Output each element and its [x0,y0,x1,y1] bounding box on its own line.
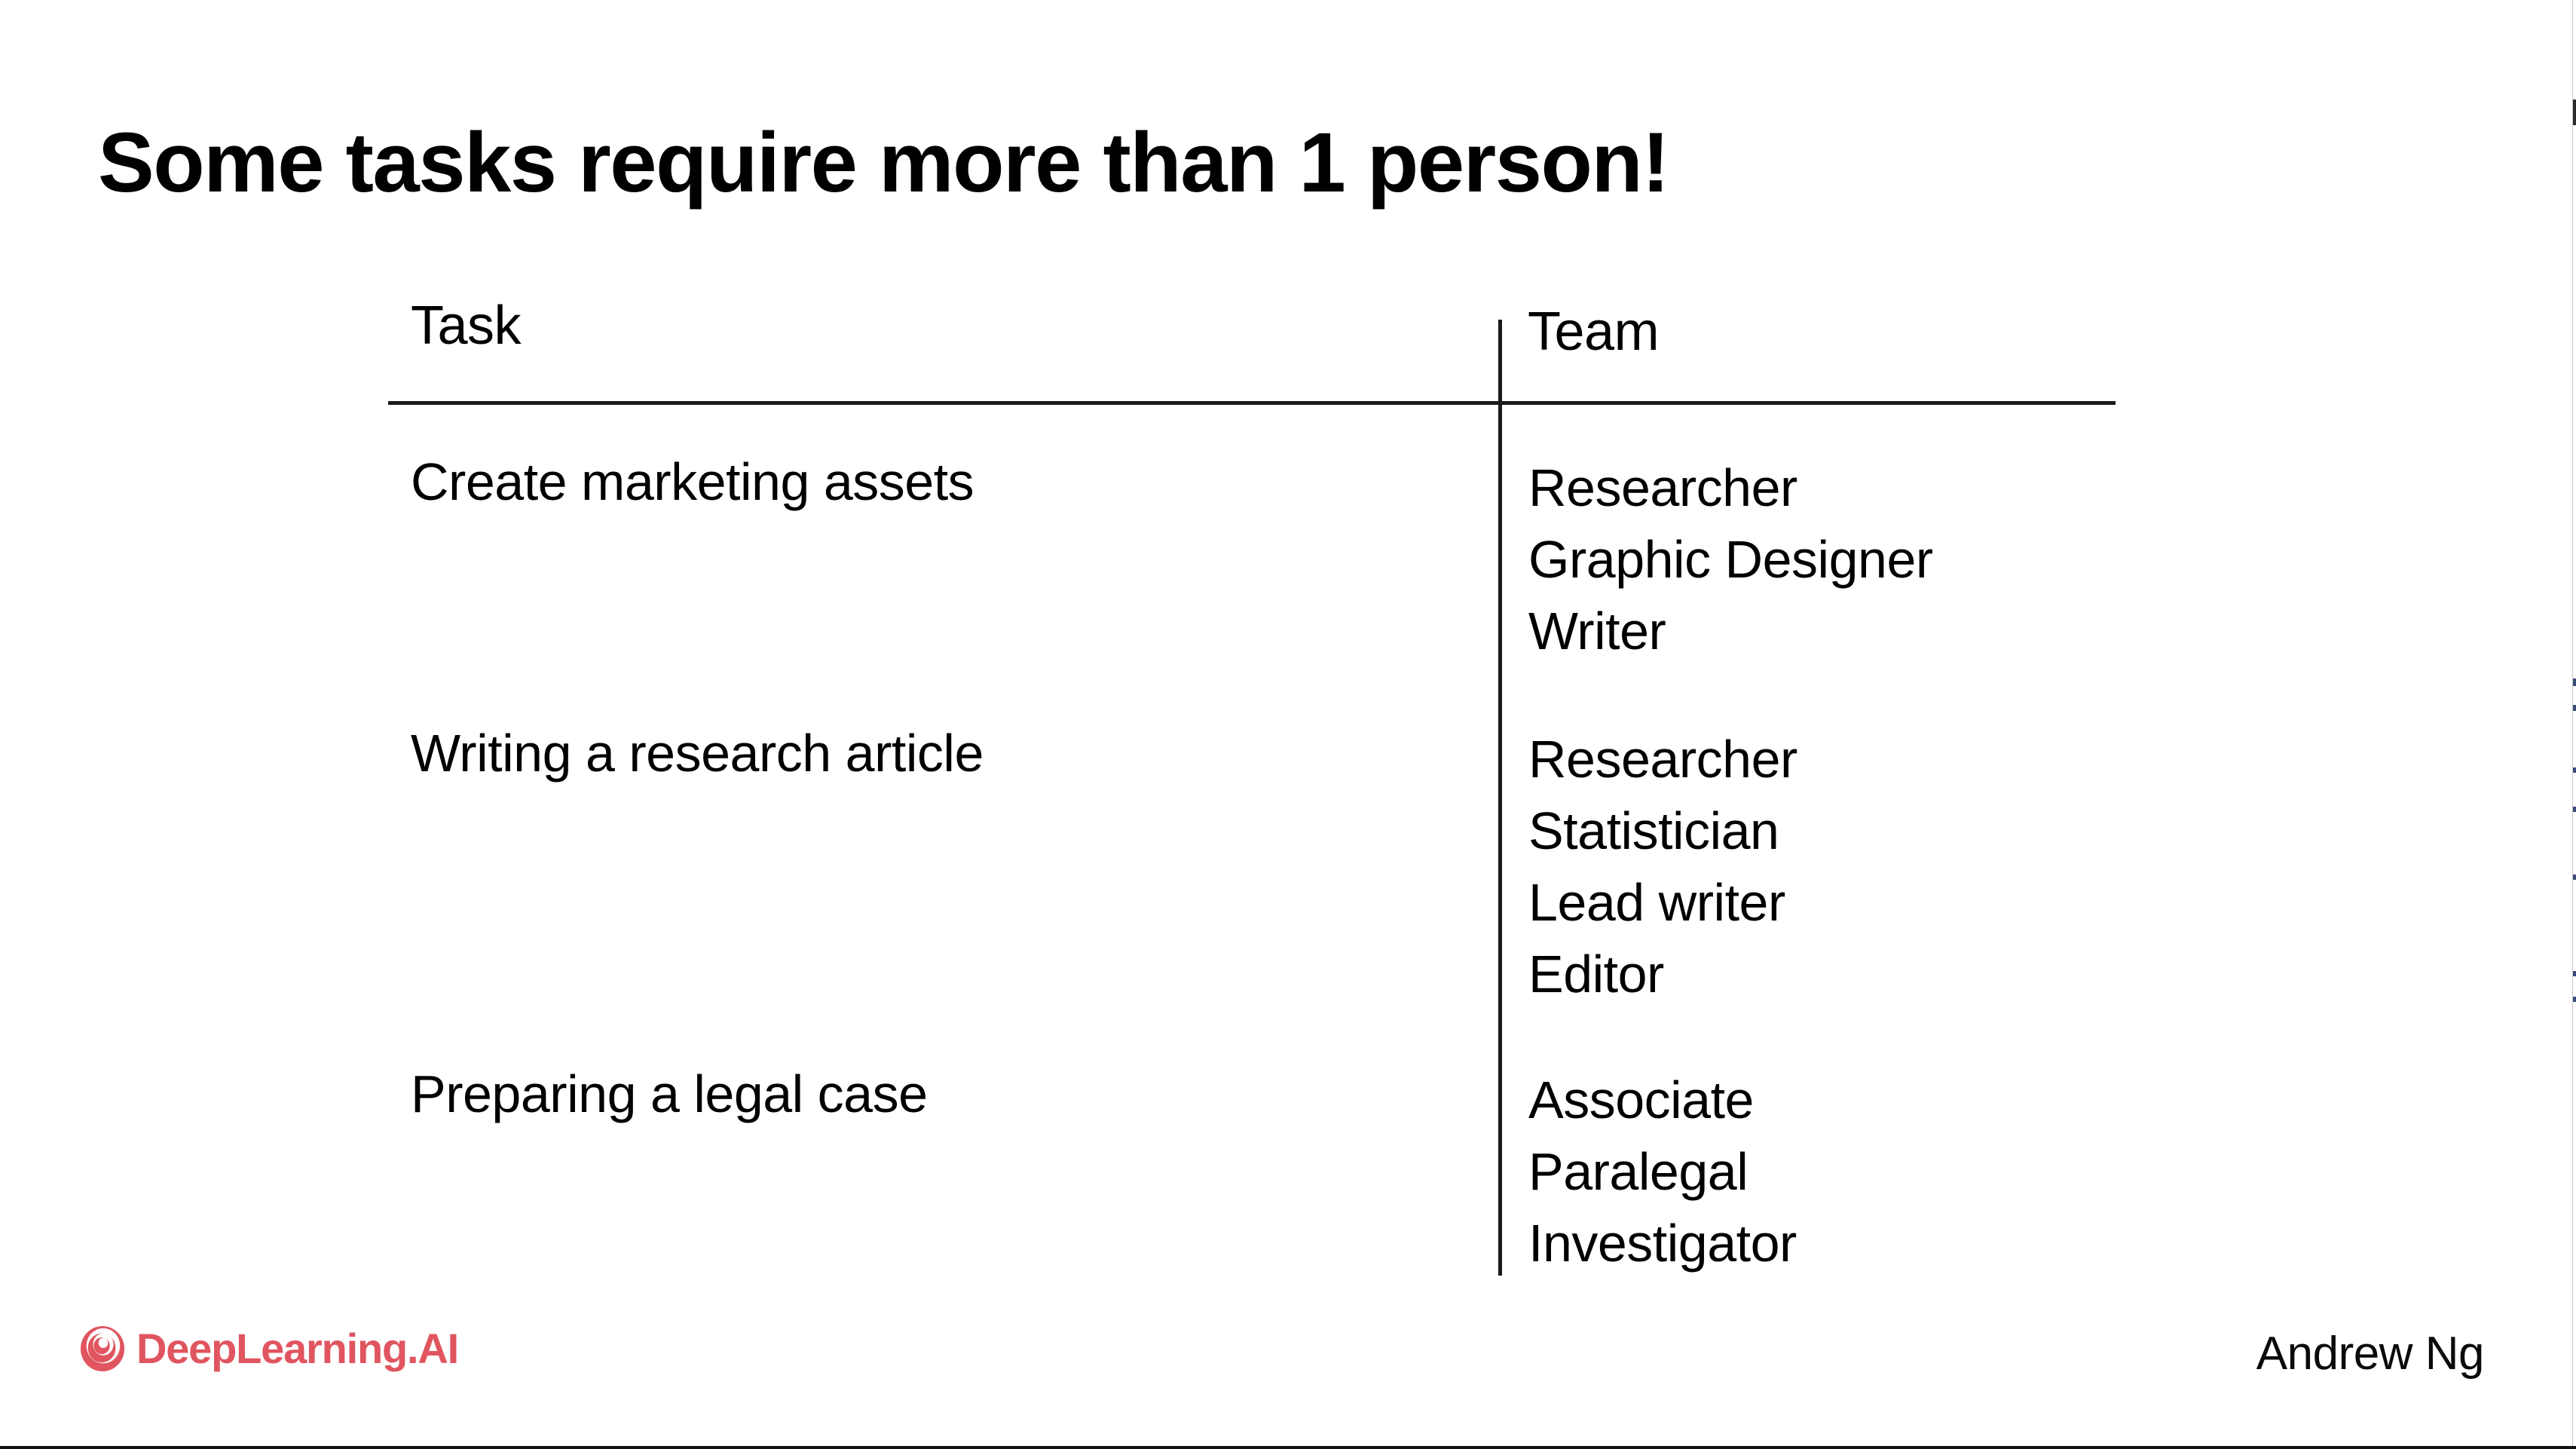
edge-mark [2573,997,2576,1002]
table-row: Writing a research article Researcher St… [388,724,2116,1065]
table-column-divider [1498,320,1502,1276]
brand-logo: DeepLearning.AI [79,1325,459,1372]
edge-mark [2573,807,2576,812]
table-row: Preparing a legal case Associate Paraleg… [388,1065,2116,1291]
table-header-row: Task Team [388,294,2116,391]
page-title: Some tasks require more than 1 person! [98,115,1670,210]
team-member: Investigator [1528,1214,1797,1273]
cell-task: Create marketing assets [411,452,974,511]
table-header-rule [388,401,2116,405]
team-member: Lead writer [1528,873,1785,932]
team-member: Statistician [1528,801,1779,860]
presenter-name: Andrew Ng [2256,1328,2485,1380]
brand-name: DeepLearning.AI [136,1325,459,1372]
task-team-table: Task Team [388,294,2116,391]
cell-task: Preparing a legal case [411,1065,928,1123]
bottom-edge-rule [0,1446,2576,1449]
team-member: Researcher [1528,458,1797,517]
cell-team: Researcher Statistician Lead writer Edit… [1528,724,1797,1010]
edge-mark [2573,971,2576,976]
cell-team: Researcher Graphic Designer Writer [1528,452,1933,667]
table-row: Create marketing assets Researcher Graph… [388,452,2116,724]
team-member: Researcher [1528,730,1797,789]
cell-team: Associate Paralegal Investigator [1528,1065,1797,1279]
team-member: Graphic Designer [1528,530,1933,589]
table-body: Create marketing assets Researcher Graph… [388,452,2116,1291]
column-header-task: Task [411,296,522,356]
window-edge-sliver [2572,0,2576,1449]
edge-mark [2573,767,2576,773]
edge-mark [2573,100,2576,125]
edge-mark [2573,705,2576,711]
team-member: Writer [1528,602,1666,660]
team-member: Editor [1528,945,1664,1003]
edge-mark [2573,875,2576,880]
team-member: Associate [1528,1071,1754,1129]
cell-task: Writing a research article [411,724,984,783]
team-member: Paralegal [1528,1142,1748,1201]
deeplearning-spiral-logo-icon [80,1325,125,1372]
column-header-team: Team [1528,302,1660,362]
edge-mark [2573,679,2576,686]
